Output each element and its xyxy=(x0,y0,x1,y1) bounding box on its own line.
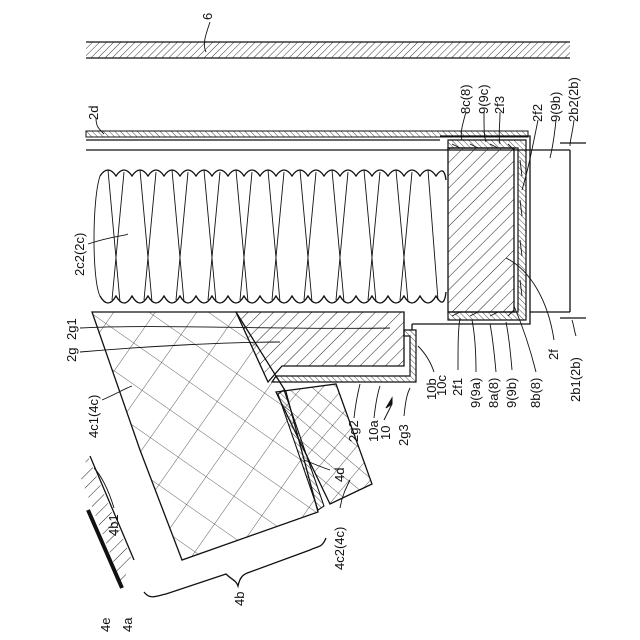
block-2f xyxy=(448,148,514,312)
label-9a: 9(9a) xyxy=(468,378,483,408)
label-9c: 9(9c) xyxy=(476,84,491,114)
label-8c: 8c(8) xyxy=(458,84,473,114)
label-2g2: 2g2 xyxy=(346,420,361,442)
label-9b-top: 9(9b) xyxy=(548,92,563,122)
label-2b2: 2b2(2b) xyxy=(566,77,581,122)
label-2g3: 2g3 xyxy=(396,424,411,446)
label-8a: 8a(8) xyxy=(486,378,501,408)
label-8b: 8b(8) xyxy=(528,378,543,408)
label-4c2: 4c2(4c) xyxy=(332,527,347,570)
label-4e: 4e xyxy=(98,618,113,632)
label-2f3: 2f3 xyxy=(492,96,507,114)
label-2g1: 2g1 xyxy=(64,318,79,340)
insulation-2c2 xyxy=(94,166,448,314)
label-4d: 4d xyxy=(332,468,347,482)
wall-6 xyxy=(86,42,570,58)
label-2f2: 2f2 xyxy=(530,104,545,122)
label-4a: 4a xyxy=(120,617,135,632)
label-4c1: 4c1(4c) xyxy=(86,395,101,438)
label-2b1: 2b1(2b) xyxy=(568,357,583,402)
label-4b: 4b xyxy=(232,592,247,606)
label-10c: 10c xyxy=(434,375,449,396)
label-4b1: 4b1 xyxy=(106,514,121,536)
label-2f: 2f xyxy=(546,349,561,360)
label-6: 6 xyxy=(200,13,215,20)
label-10: 10 xyxy=(378,426,393,440)
label-2g: 2g xyxy=(64,348,79,362)
label-9b-bot: 9(9b) xyxy=(504,378,519,408)
label-2f1: 2f1 xyxy=(450,378,465,396)
label-2d: 2d xyxy=(86,106,101,120)
label-2c2: 2c2(2c) xyxy=(72,233,87,276)
brace-4b xyxy=(144,538,326,597)
